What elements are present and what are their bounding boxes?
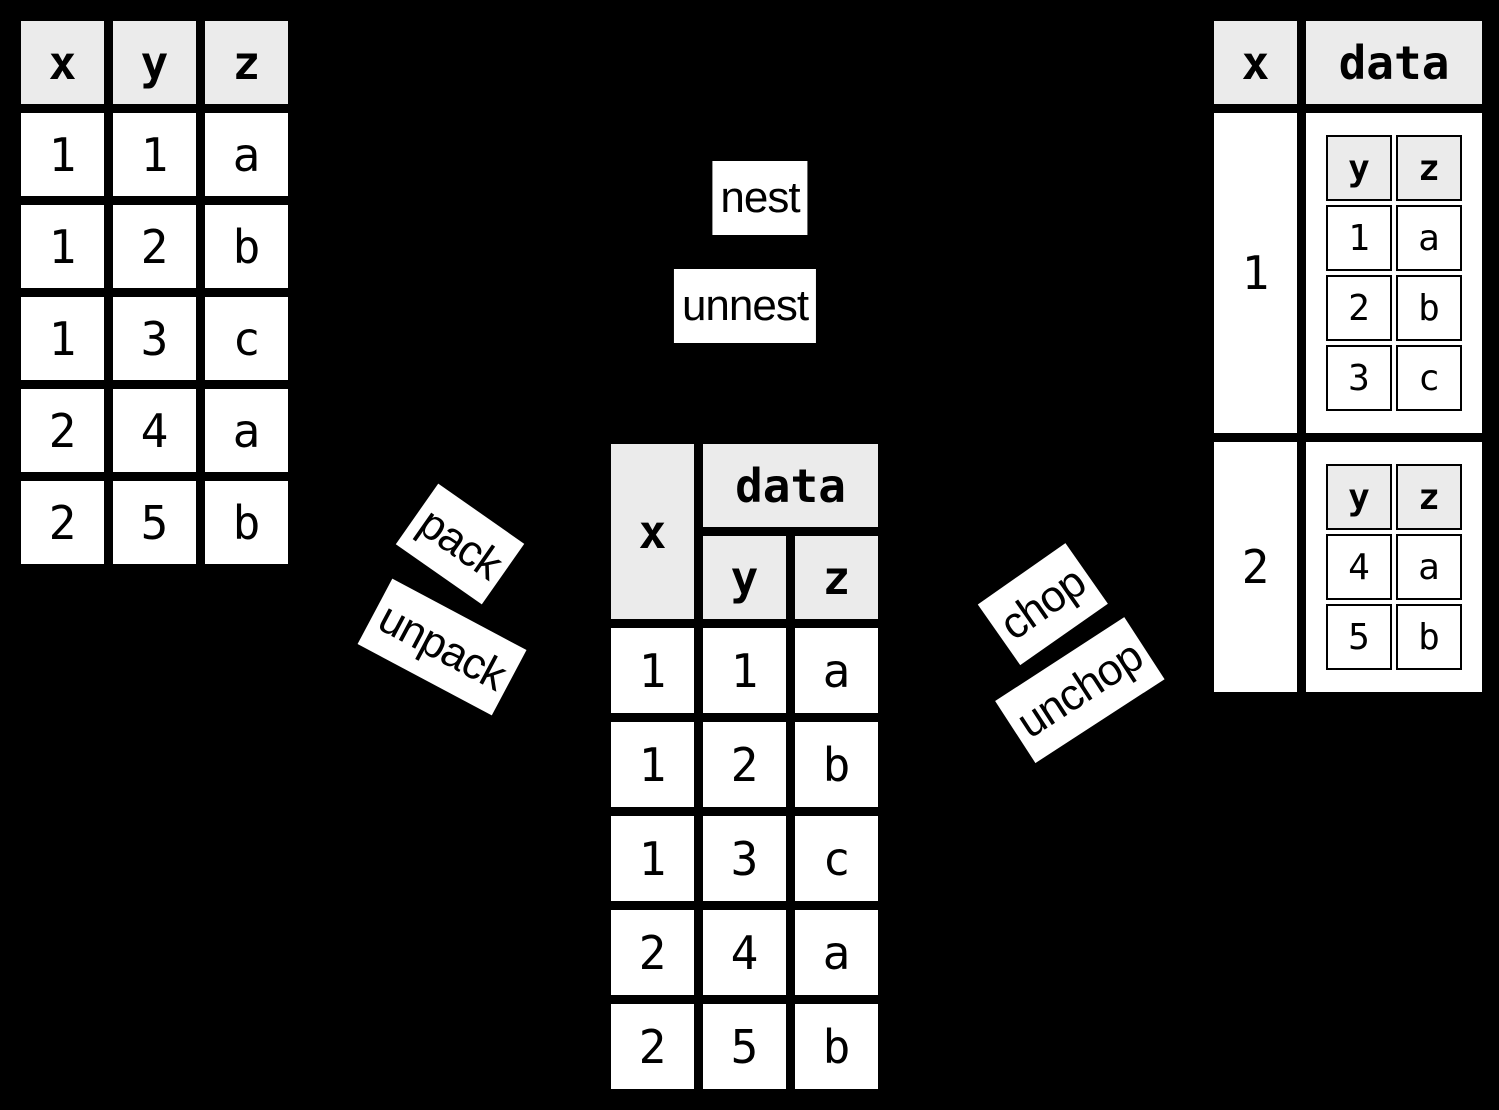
table-cell: 1: [1326, 205, 1392, 271]
mini-header-y: y: [1326, 464, 1392, 530]
table-cell: b: [793, 1002, 880, 1091]
packed-table: x data y z 1 1 a 1 2 b 1 3 c: [604, 437, 885, 1096]
x-group-cell: 2: [1212, 440, 1299, 694]
nested-mini-table-2: y z 4 a 5 b: [1322, 460, 1466, 674]
flat-header-z: z: [203, 19, 290, 106]
table-cell: 1: [609, 720, 696, 809]
nested-header-data: data: [1304, 19, 1484, 106]
nest-label: nest: [712, 161, 808, 235]
table-cell: 1: [19, 203, 106, 290]
table-cell: 1: [609, 626, 696, 715]
table-cell: b: [1396, 275, 1462, 341]
mini-header-y: y: [1326, 135, 1392, 201]
table-cell: 1: [19, 111, 106, 198]
nested-header-x: x: [1212, 19, 1299, 106]
data-group-cell: y z 1 a 2 b 3: [1304, 111, 1484, 435]
table-cell: a: [793, 908, 880, 997]
table-cell: 1: [701, 626, 788, 715]
mini-header-z: z: [1396, 135, 1462, 201]
table-cell: 5: [701, 1002, 788, 1091]
packed-header-x: x: [609, 442, 696, 621]
table-cell: a: [793, 626, 880, 715]
table-cell: 3: [701, 814, 788, 903]
flat-header-x: x: [19, 19, 106, 106]
table-cell: c: [203, 295, 290, 382]
packed-subheader-y: y: [701, 534, 788, 621]
flat-header-y: y: [111, 19, 198, 106]
table-cell: 2: [111, 203, 198, 290]
table-cell: 2: [19, 479, 106, 566]
nested-table: x data 1 y z 1 a: [1207, 14, 1489, 699]
table-cell: 2: [19, 387, 106, 474]
table-cell: b: [203, 479, 290, 566]
pack-label: pack: [395, 483, 525, 605]
packed-header-data: data: [701, 442, 880, 529]
table-cell: 4: [701, 908, 788, 997]
mini-header-z: z: [1396, 464, 1462, 530]
table-cell: 1: [111, 111, 198, 198]
table-cell: 2: [609, 908, 696, 997]
unnest-label: unnest: [673, 269, 817, 343]
table-cell: 4: [111, 387, 198, 474]
table-cell: 3: [111, 295, 198, 382]
table-cell: 5: [111, 479, 198, 566]
x-group-cell: 1: [1212, 111, 1299, 435]
data-group-cell: y z 4 a 5 b: [1304, 440, 1484, 694]
table-cell: 1: [19, 295, 106, 382]
table-cell: 2: [701, 720, 788, 809]
table-cell: c: [1396, 345, 1462, 411]
table-cell: b: [203, 203, 290, 290]
unpack-label: unpack: [357, 578, 527, 716]
table-cell: b: [1396, 604, 1462, 670]
table-cell: c: [793, 814, 880, 903]
table-cell: a: [203, 111, 290, 198]
table-cell: a: [1396, 534, 1462, 600]
table-cell: 1: [609, 814, 696, 903]
flat-table: x y z 1 1 a 1 2 b 1 3 c 2 4 a: [14, 14, 295, 571]
table-cell: 2: [609, 1002, 696, 1091]
table-cell: 5: [1326, 604, 1392, 670]
packed-subheader-z: z: [793, 534, 880, 621]
nested-mini-table-1: y z 1 a 2 b 3: [1322, 131, 1466, 415]
table-cell: 4: [1326, 534, 1392, 600]
table-cell: 2: [1326, 275, 1392, 341]
table-cell: a: [203, 387, 290, 474]
table-cell: a: [1396, 205, 1462, 271]
table-cell: 3: [1326, 345, 1392, 411]
table-cell: b: [793, 720, 880, 809]
